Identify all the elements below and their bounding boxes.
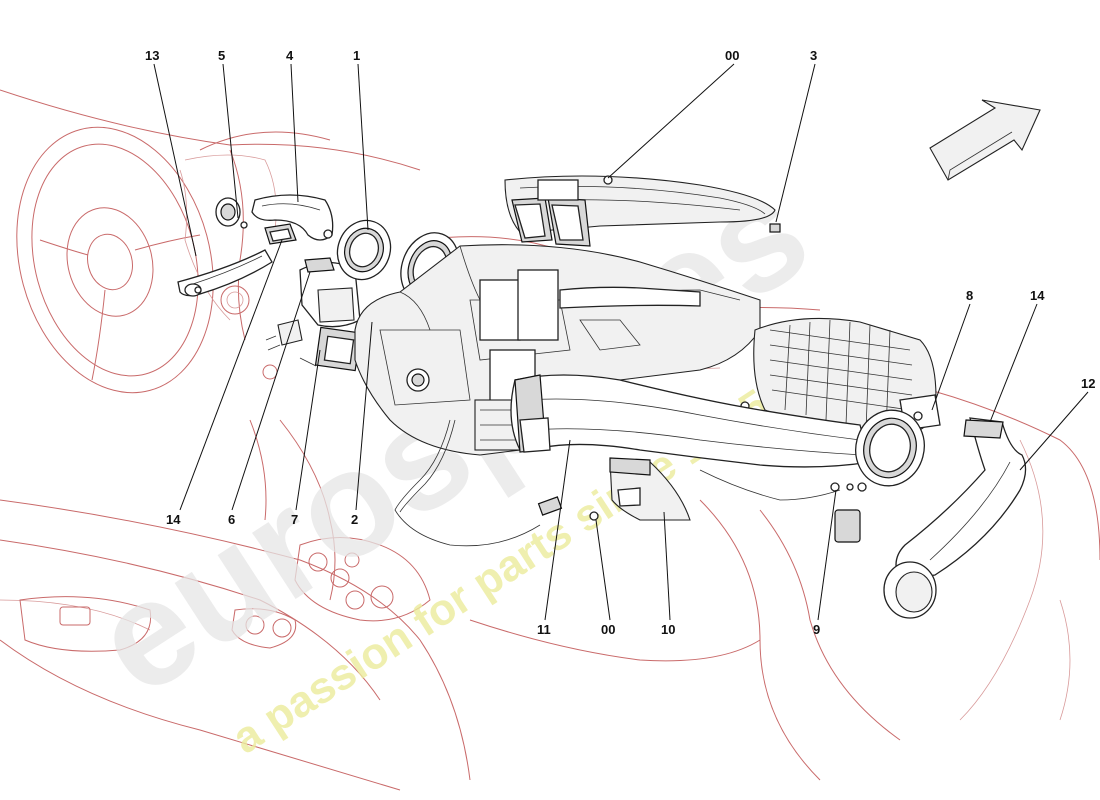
callout-10: 10 bbox=[661, 622, 675, 637]
callout-14-left: 14 bbox=[166, 512, 181, 527]
direction-arrow bbox=[929, 99, 1041, 181]
callout-00-bottom: 00 bbox=[601, 622, 615, 637]
leader-lines bbox=[153, 63, 1089, 621]
callout-3: 3 bbox=[810, 48, 817, 63]
callout-11: 11 bbox=[537, 622, 551, 637]
left-vent-ducts bbox=[215, 194, 362, 372]
callout-13: 13 bbox=[145, 48, 159, 63]
left-side-duct bbox=[177, 249, 273, 297]
callout-6: 6 bbox=[228, 512, 235, 527]
callout-7: 7 bbox=[291, 512, 298, 527]
callout-1: 1 bbox=[353, 48, 360, 63]
callout-9: 9 bbox=[813, 622, 820, 637]
callout-12: 12 bbox=[1081, 376, 1095, 391]
callout-14-right: 14 bbox=[1030, 288, 1045, 303]
callout-5: 5 bbox=[218, 48, 225, 63]
footwell-duct bbox=[589, 457, 691, 521]
callout-labels: 13 5 4 1 00 3 8 14 12 14 6 7 2 11 00 10 … bbox=[145, 48, 1095, 637]
fasteners bbox=[830, 482, 867, 492]
callout-8: 8 bbox=[966, 288, 973, 303]
callout-00-top: 00 bbox=[725, 48, 739, 63]
callout-2: 2 bbox=[351, 512, 358, 527]
right-side-duct bbox=[883, 417, 1027, 619]
callout-4: 4 bbox=[286, 48, 294, 63]
windscreen-demister-duct bbox=[504, 175, 781, 247]
passenger-side-duct bbox=[510, 374, 925, 487]
